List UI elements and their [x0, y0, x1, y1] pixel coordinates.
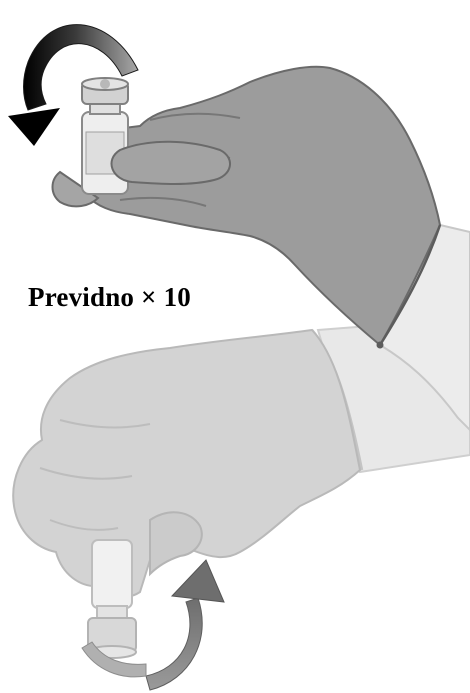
lower-arrow-band	[146, 598, 202, 690]
lower-arrow-head	[172, 560, 224, 602]
lower-vial-body	[92, 540, 132, 608]
upper-vial-stopper	[100, 79, 110, 89]
lower-thumb	[150, 512, 202, 574]
upper-cuff-dot	[377, 342, 384, 349]
upper-thumb	[111, 142, 230, 184]
lower-vial	[88, 540, 136, 658]
upper-arrow-head	[8, 108, 60, 146]
lower-glove	[13, 330, 360, 597]
repeat-instruction-caption: Previdno × 10	[28, 282, 191, 313]
